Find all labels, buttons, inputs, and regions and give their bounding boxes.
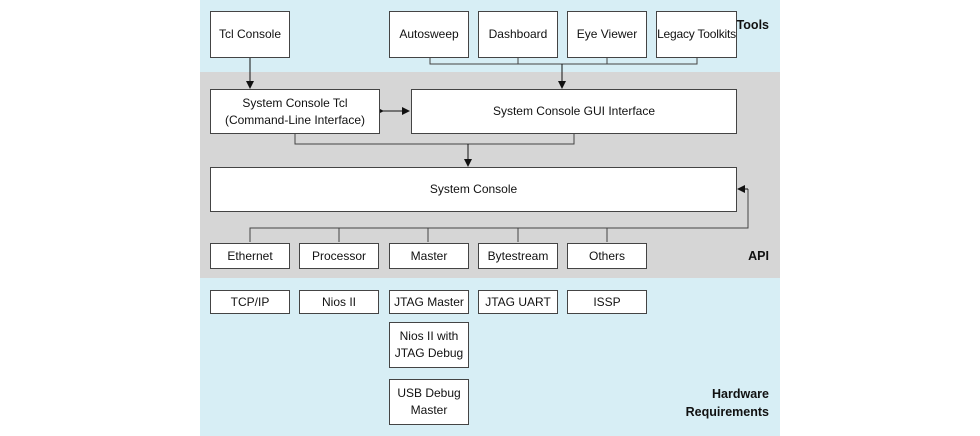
nios-ii-jtag-debug-box: Nios II with JTAG Debug — [389, 322, 469, 368]
usb-debug-master-label: USB Debug Master — [397, 386, 461, 417]
tcl-console-label: Tcl Console — [218, 27, 282, 41]
ethernet-label: Ethernet — [227, 248, 273, 263]
others-label: Others — [588, 248, 625, 263]
dashboard-label: Dashboard — [488, 27, 548, 41]
tcp-ip-box: TCP/IP — [210, 290, 290, 314]
nios-ii-jtag-debug-label: Nios II with JTAG Debug — [394, 329, 464, 360]
eye-viewer-box: Eye Viewer — [567, 11, 647, 58]
tcp-ip-label: TCP/IP — [230, 294, 270, 309]
autosweep-box: Autosweep — [389, 11, 469, 58]
dashboard-box: Dashboard — [478, 11, 558, 58]
nios-ii-label: Nios II — [321, 294, 356, 309]
autosweep-label: Autosweep — [399, 27, 459, 41]
usb-debug-master-box: USB Debug Master — [389, 379, 469, 425]
processor-box: Processor — [299, 243, 379, 269]
jtag-master-label: JTAG Master — [394, 294, 464, 309]
system-console-tcl-box: System Console Tcl (Command-Line Interfa… — [210, 89, 380, 134]
jtag-master-box: JTAG Master — [389, 290, 469, 314]
jtag-uart-box: JTAG UART — [478, 290, 558, 314]
master-box: Master — [389, 243, 469, 269]
eye-viewer-label: Eye Viewer — [576, 27, 638, 41]
system-console-label: System Console — [429, 182, 518, 196]
others-box: Others — [567, 243, 647, 269]
system-console-gui-box: System Console GUI Interface — [411, 89, 737, 134]
ethernet-box: Ethernet — [210, 243, 290, 269]
system-console-box: System Console — [210, 167, 737, 212]
bytestream-label: Bytestream — [487, 248, 549, 263]
legacy-toolkits-box: Legacy Toolkits — [656, 11, 737, 58]
legacy-toolkits-label: Legacy Toolkits — [657, 27, 736, 41]
nios-ii-box: Nios II — [299, 290, 379, 314]
system-console-gui-label: System Console GUI Interface — [492, 104, 656, 118]
hardware-layer-label: Hardware Requirements — [685, 387, 769, 419]
issp-label: ISSP — [593, 294, 621, 309]
issp-box: ISSP — [567, 290, 647, 314]
system-console-tcl-label: System Console Tcl (Command-Line Interfa… — [224, 95, 366, 127]
jtag-uart-label: JTAG UART — [485, 294, 551, 309]
tools-layer-label: Tools — [736, 18, 769, 32]
master-label: Master — [410, 248, 448, 263]
api-layer-label: API — [748, 249, 769, 263]
tcl-console-box: Tcl Console — [210, 11, 290, 58]
bytestream-box: Bytestream — [478, 243, 558, 269]
processor-label: Processor — [311, 248, 367, 263]
